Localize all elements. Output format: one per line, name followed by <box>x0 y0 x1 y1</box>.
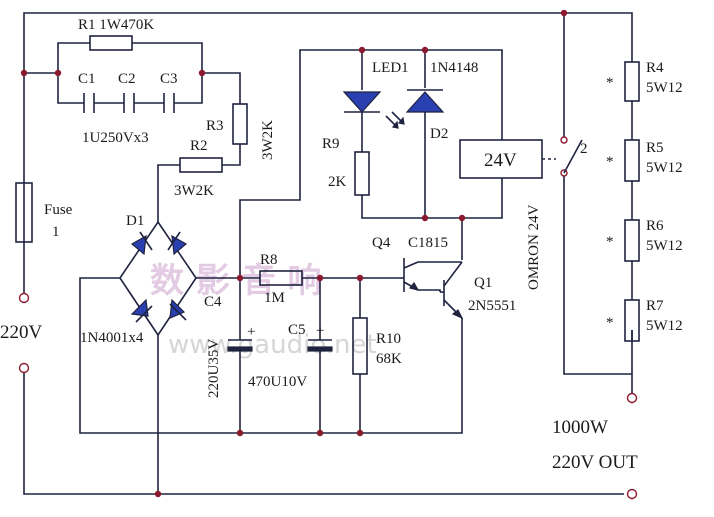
transistor-q1 <box>440 261 464 320</box>
r8-label: R8 <box>260 252 278 268</box>
input-terminal-top <box>18 292 30 304</box>
watermark-cjk: 数 影 音 响 <box>150 261 322 301</box>
led1 <box>342 91 405 129</box>
resistor-r10 <box>352 317 368 375</box>
c1-label: C1 <box>78 71 96 87</box>
r8-value-label: 1M <box>264 290 285 306</box>
r6-value-label: 5W12 <box>646 238 683 254</box>
r2-value-label: 3W2K <box>174 183 214 199</box>
resistor-r8 <box>259 270 303 286</box>
r10-value-label: 68K <box>376 351 402 367</box>
r4-value-label: 5W12 <box>646 80 683 96</box>
resistor-r5 <box>624 139 640 182</box>
r5-value-label: 5W12 <box>646 160 683 176</box>
r10-label: R10 <box>376 331 401 347</box>
r6-star: * <box>606 234 614 250</box>
c2-label: C2 <box>118 71 136 87</box>
capacitor-c5: + <box>307 323 333 352</box>
r6-label: R6 <box>646 218 664 234</box>
bridge-rectifier-d1 <box>119 220 197 337</box>
c4-value-label: 220U35V <box>206 339 222 398</box>
resistor-r2 <box>179 157 223 173</box>
d2-label: D2 <box>430 126 448 142</box>
c5-plus: + <box>316 323 324 339</box>
r3-value-label: 3W2K <box>260 120 276 160</box>
r7-star: * <box>606 315 614 331</box>
fuse-label: Fuse <box>44 202 73 218</box>
resistor-r1 <box>89 35 133 51</box>
c5-value-label: 470U10V <box>248 374 307 390</box>
q4-part-label: C1815 <box>408 235 448 251</box>
r3-label: R3 <box>206 118 224 134</box>
r9-value-label: 2K <box>328 174 347 190</box>
diode-d2 <box>405 89 445 113</box>
relay-voltage-label: 24V <box>484 150 517 171</box>
relay-switch <box>560 136 583 177</box>
fuse-number: 1 <box>52 224 60 240</box>
capacitor-c4: + <box>227 324 255 352</box>
resistor-r9 <box>354 151 370 196</box>
input-terminal-bottom <box>18 362 30 374</box>
r4-label: R4 <box>646 60 664 76</box>
resistor-r6 <box>624 219 640 262</box>
output-voltage-label: 220V OUT <box>552 452 638 473</box>
switch-number: 2 <box>580 141 588 157</box>
q4-label: Q4 <box>372 235 391 251</box>
output-power-label: 1000W <box>552 417 608 438</box>
terminals <box>18 292 638 500</box>
r9-label: R9 <box>322 136 340 152</box>
capacitor-c3 <box>163 93 175 113</box>
r7-label: R7 <box>646 298 664 314</box>
c4-label: C4 <box>204 294 222 310</box>
c5-label: C5 <box>288 322 306 338</box>
resistor-r3 <box>232 103 248 145</box>
led1-label: LED1 <box>372 60 409 76</box>
r4-star: * <box>606 75 614 91</box>
resistor-r4 <box>624 61 640 102</box>
d2-part-label: 1N4148 <box>430 60 478 76</box>
output-terminal-top <box>626 392 638 404</box>
wires <box>23 12 633 495</box>
c-value-label: 1U250Vx3 <box>82 130 149 146</box>
relay-model-label: OMRON 24V <box>526 204 542 290</box>
bridge-value-label: 1N4001x4 <box>80 330 144 346</box>
c3-label: C3 <box>160 71 178 87</box>
d1-label: D1 <box>126 213 144 229</box>
r5-star: * <box>606 154 614 170</box>
capacitor-c2 <box>123 93 135 113</box>
r2-label: R2 <box>190 138 208 154</box>
r7-value-label: 5W12 <box>646 318 683 334</box>
r1-label: R1 1W470K <box>78 17 154 33</box>
junction-dots <box>20 9 568 498</box>
watermark-text: www.gaudio.net <box>168 330 377 360</box>
c4-plus: + <box>247 324 255 340</box>
output-terminal-bottom <box>626 488 638 500</box>
q1-label: Q1 <box>474 275 492 291</box>
transistor-q4 <box>400 258 420 292</box>
r5-label: R5 <box>646 140 664 156</box>
input-voltage-label: 220V <box>0 322 43 343</box>
q1-part-label: 2N5551 <box>468 298 516 314</box>
capacitor-c1 <box>83 93 95 113</box>
